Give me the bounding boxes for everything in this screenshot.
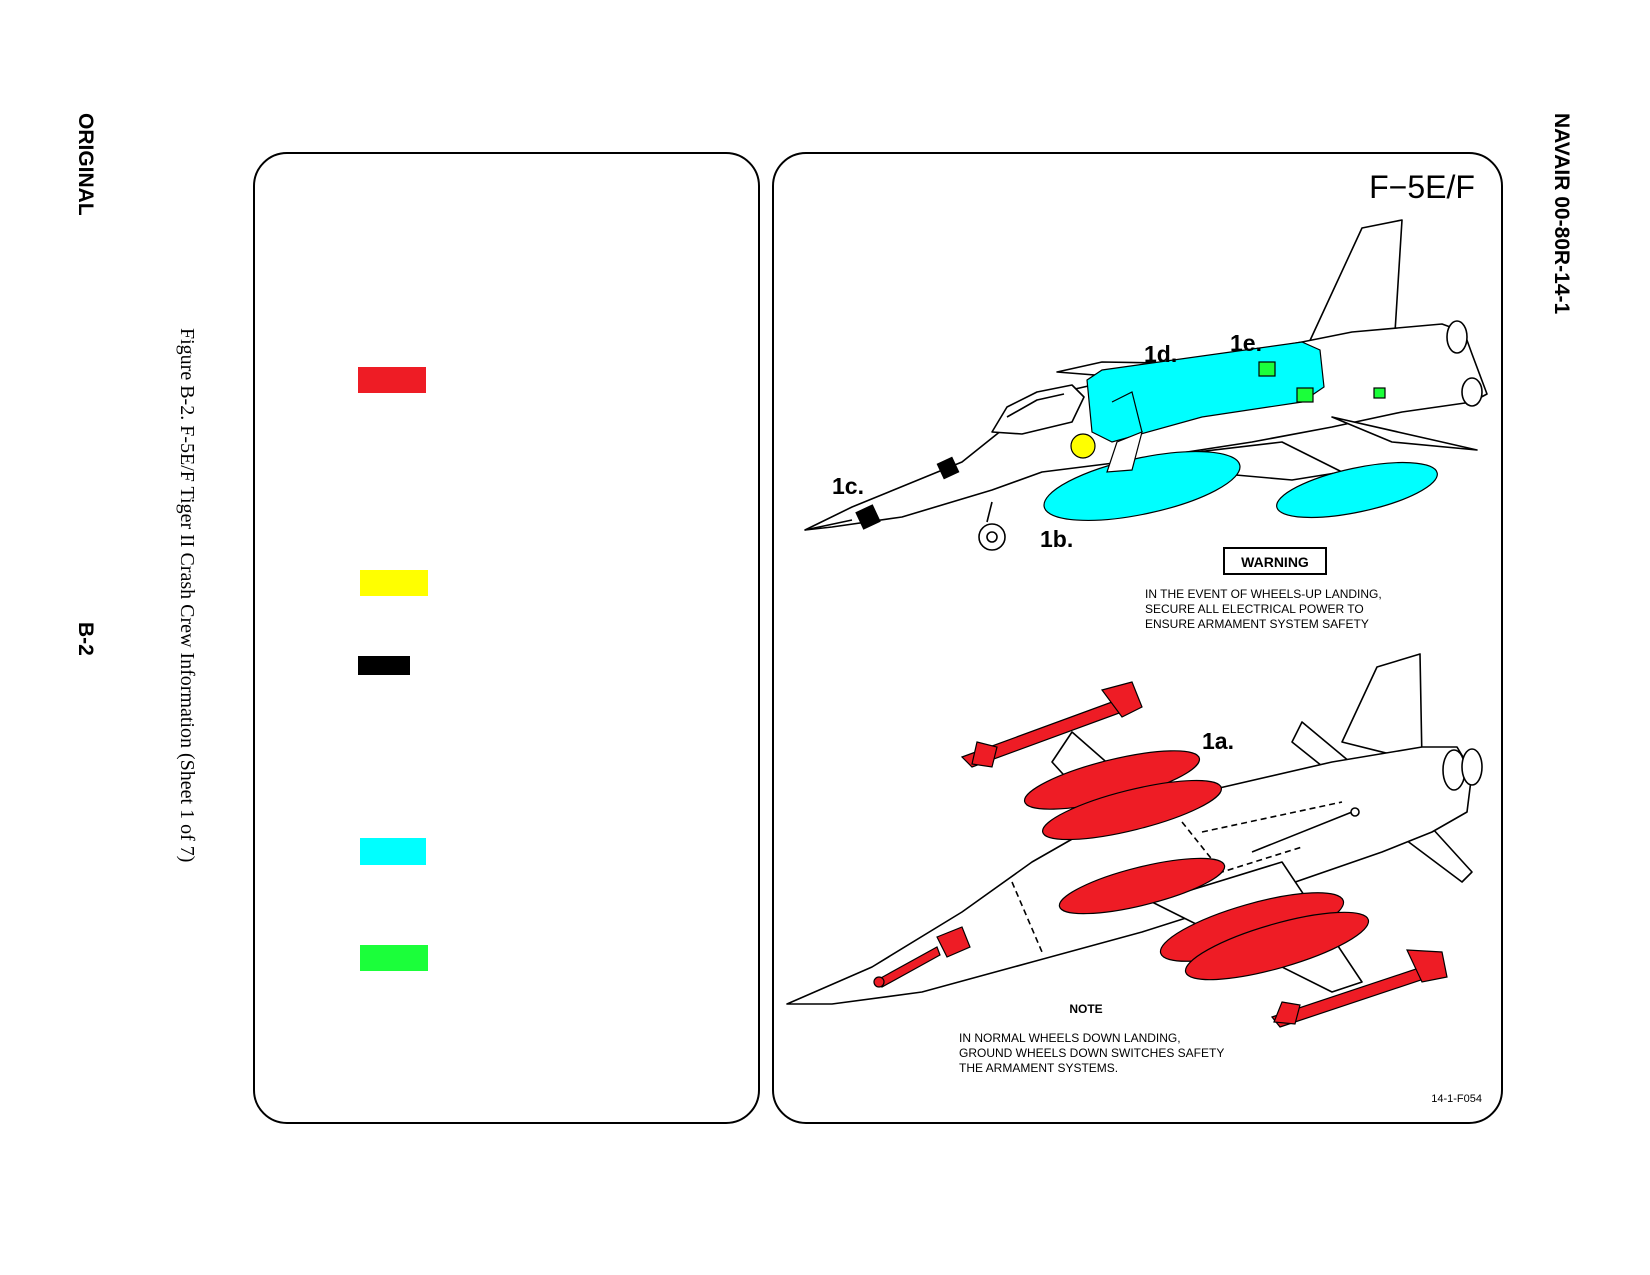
original-label: ORIGINAL <box>74 113 97 216</box>
legend-swatch-black <box>358 656 410 675</box>
bomb-5 <box>1184 911 1370 981</box>
oxygen-marker-1 <box>1258 361 1276 377</box>
aircraft-drawing-panel: F−5E/F <box>772 152 1503 1124</box>
missile-upper-fins <box>1100 681 1143 718</box>
nose-wheel <box>978 523 1006 551</box>
bomb-2 <box>1042 779 1222 841</box>
missile-lower-canard <box>1273 1001 1301 1025</box>
upper-callouts: 1c. 1b. 1d. 1e. <box>832 330 1262 552</box>
canopy-frame <box>1006 393 1065 418</box>
oxygen-marker-2 <box>1296 387 1314 403</box>
gear-door-line <box>1251 811 1353 853</box>
page-number: B-2 <box>74 622 97 656</box>
legend-swatch-green <box>360 945 428 971</box>
figure-caption: Figure B-2. F-5E/F Tiger II Crash Crew I… <box>176 328 198 863</box>
bomb-3 <box>1058 857 1226 915</box>
note-line-3: THE ARMAMENT SYSTEMS. <box>959 1061 1118 1075</box>
figure-number: 14-1-F054 <box>1431 1093 1482 1105</box>
nozzle-upper <box>1446 320 1468 354</box>
legend-swatch-yellow <box>360 570 428 596</box>
aircraft-title: F−5E/F <box>1369 169 1475 205</box>
missile-upper-canard <box>971 741 998 768</box>
gun-muzzle <box>873 976 885 988</box>
callout-1e: 1e. <box>1230 330 1262 356</box>
ordnance <box>873 681 1448 1028</box>
nose-wheel-hub <box>986 531 998 543</box>
nozzle-lower <box>1461 377 1483 407</box>
callout-1c: 1c. <box>832 473 864 499</box>
canopy-hatch-marker <box>936 456 960 480</box>
lower-vertical-tail <box>1341 653 1423 763</box>
note-line-2: GROUND WHEELS DOWN SWITCHES SAFETY <box>959 1046 1224 1060</box>
external-fuel-tank-right <box>1276 461 1438 519</box>
nose-hatch-marker <box>855 504 881 530</box>
warning-box <box>1223 547 1327 575</box>
battery-marker <box>1070 433 1096 459</box>
warning-line-3: ENSURE ARMAMENT SYSTEM SAFETY <box>1145 617 1369 631</box>
intake <box>1106 431 1143 473</box>
legend-swatch-cyan <box>360 838 426 865</box>
document-id: NAVAIR 00-80R-14-1 <box>1550 113 1573 315</box>
intake-line <box>1111 391 1143 433</box>
oxygen-marker-3 <box>1373 387 1386 399</box>
tail-hook-tip <box>1350 807 1360 817</box>
warning-heading: WARNING <box>1241 554 1309 570</box>
warning-line-2: SECURE ALL ELECTRICAL POWER TO <box>1145 602 1364 616</box>
aircraft-drawing: F−5E/F <box>786 169 1488 1105</box>
gun-breech <box>936 926 971 958</box>
legend-panel <box>253 152 760 1124</box>
warning-line-1: IN THE EVENT OF WHEELS-UP LANDING, <box>1145 587 1382 601</box>
callout-1b: 1b. <box>1040 526 1073 552</box>
lower-nozzle-2 <box>1461 748 1483 786</box>
external-fuel-tank-left <box>1043 451 1241 521</box>
nose-gear-strut <box>986 501 993 523</box>
missile-lower-fins <box>1406 949 1448 983</box>
legend-swatch-red <box>358 367 426 393</box>
upper-markers <box>855 361 1386 530</box>
callout-1a: 1a. <box>1202 728 1234 754</box>
callout-1d: 1d. <box>1144 341 1177 367</box>
nose-probe <box>804 519 853 531</box>
note-line-1: IN NORMAL WHEELS DOWN LANDING, <box>959 1031 1181 1045</box>
note-heading: NOTE <box>1069 1002 1102 1016</box>
horizontal-stabilizer <box>1331 416 1478 451</box>
vertical-tail <box>1306 219 1403 348</box>
warning-text: IN THE EVENT OF WHEELS-UP LANDING, SECUR… <box>1145 587 1382 631</box>
canopy <box>991 384 1085 435</box>
note-text: IN NORMAL WHEELS DOWN LANDING, GROUND WH… <box>959 1031 1224 1075</box>
